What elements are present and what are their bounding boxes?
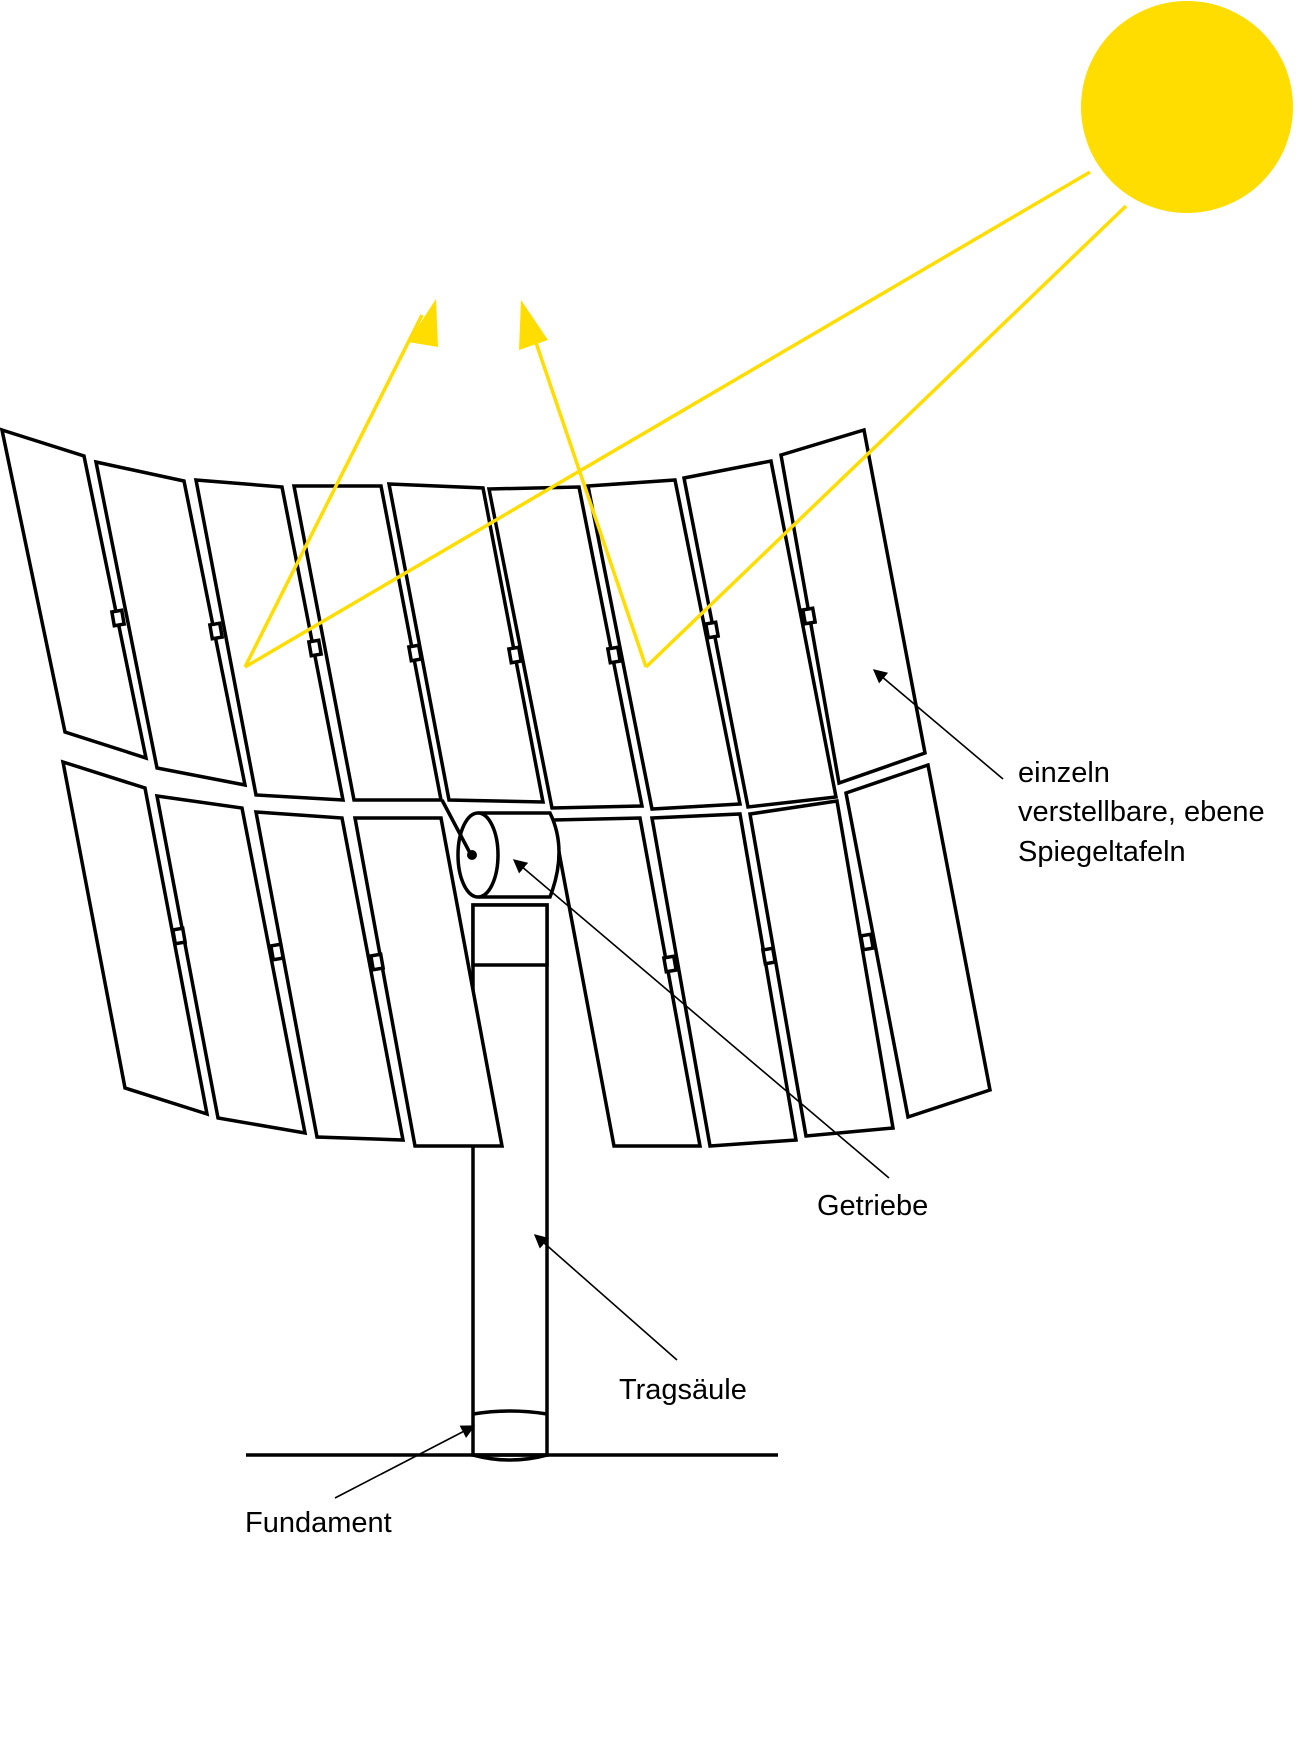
mirror-label-line-1: einzeln bbox=[1018, 757, 1110, 789]
mirror-label-line-2: verstellbare, ebene bbox=[1018, 796, 1265, 828]
foundation-label: Fundament bbox=[245, 1507, 392, 1539]
mirror-panels-lower-row bbox=[60, 759, 993, 1148]
ray-arrowhead bbox=[408, 299, 438, 347]
reflected-ray bbox=[528, 324, 648, 668]
mirror-panel bbox=[681, 458, 839, 809]
mirror-panel bbox=[253, 810, 406, 1142]
incoming-ray bbox=[244, 170, 1091, 669]
mirror-panel bbox=[93, 459, 248, 788]
support-column bbox=[471, 903, 549, 1462]
mirror-label-line-3: Spiegeltafeln bbox=[1018, 836, 1186, 868]
mirror-panel bbox=[154, 793, 308, 1136]
reflected-ray bbox=[243, 314, 424, 668]
gearbox-label: Getriebe bbox=[817, 1190, 928, 1222]
mirror-panel bbox=[60, 759, 210, 1117]
mirror-panel bbox=[352, 816, 505, 1148]
mirror-panel bbox=[193, 478, 346, 802]
sun bbox=[1081, 1, 1293, 213]
mirror-panel bbox=[550, 816, 703, 1148]
ray-arrowhead bbox=[519, 300, 548, 350]
sun-and-rays bbox=[243, 1, 1293, 669]
mirror-panel bbox=[779, 427, 927, 786]
mirror-panel bbox=[386, 482, 546, 804]
mirror-panel bbox=[649, 812, 799, 1148]
mirror-panel bbox=[0, 427, 149, 761]
mirror-panel bbox=[843, 762, 993, 1120]
callout-leaders bbox=[334, 669, 1004, 1499]
labels: einzeln verstellbare, ebene Spiegeltafel… bbox=[245, 757, 1265, 1539]
incoming-ray bbox=[644, 204, 1128, 669]
column-label: Tragsäule bbox=[619, 1374, 747, 1406]
mirror-panel bbox=[585, 478, 743, 811]
panel-hinges bbox=[109, 606, 876, 974]
mirror-panels-upper-row bbox=[0, 427, 927, 811]
gearbox bbox=[440, 799, 561, 967]
mirror-panel bbox=[291, 484, 444, 802]
mirror-panel bbox=[747, 799, 896, 1138]
